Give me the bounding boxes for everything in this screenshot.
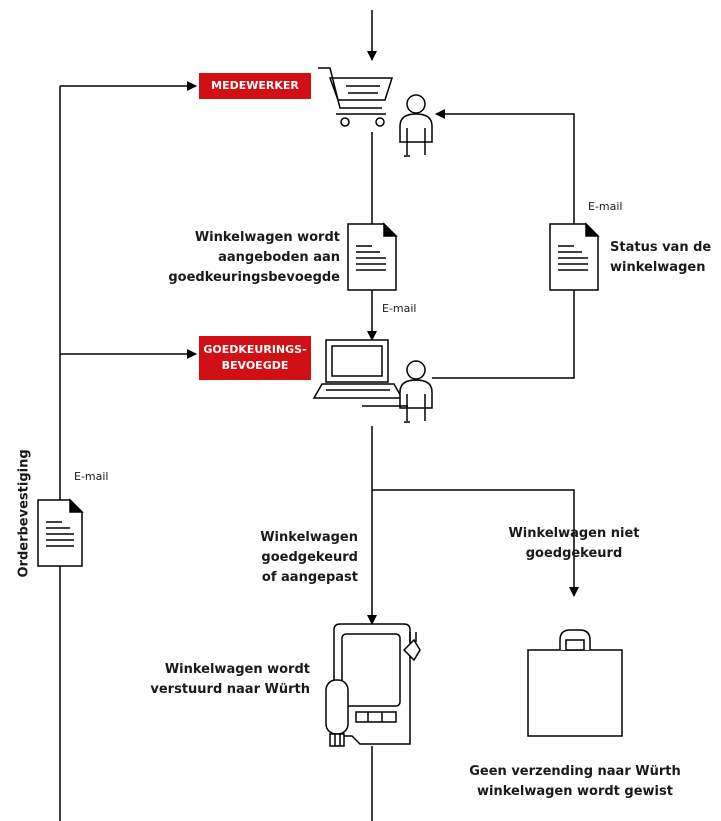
label-line: winkelwagen xyxy=(610,260,706,275)
label-line: Winkelwagen wordt xyxy=(194,230,340,245)
label-verstuurd: Winkelwagen wordt verstuurd naar Würth xyxy=(126,660,310,700)
goedkeurings-tag: GOEDKEURINGS- BEVOEGDE xyxy=(199,336,311,380)
status-return-line xyxy=(432,290,575,379)
handheld-scanner-icon xyxy=(325,623,421,747)
shopping-cart-icon xyxy=(318,67,394,127)
label-line: Status van de xyxy=(610,240,712,255)
label-line: Winkelwagen wordt xyxy=(164,662,310,677)
label-line: goedkeuringsbevoegde xyxy=(168,270,340,285)
label-line: of aangepast xyxy=(261,570,358,585)
label-line: goedgekeurd xyxy=(261,550,358,565)
goedkeurings-tag-line2: BEVOEGDE xyxy=(221,359,289,372)
label-line: goedgekeurd xyxy=(525,546,623,561)
document-icon xyxy=(549,222,600,291)
email-label: E-mail xyxy=(382,302,417,315)
shopping-bag-icon xyxy=(527,629,623,737)
label-gewist: Geen verzending naar Würth winkelwagen w… xyxy=(440,762,710,802)
medewerker-tag-label: MEDEWERKER xyxy=(211,79,299,92)
person-icon xyxy=(399,94,433,157)
person-icon xyxy=(399,360,433,423)
connector-split-right xyxy=(372,489,579,597)
laptop-icon xyxy=(312,339,404,399)
goedkeurings-tag-line1: GOEDKEURINGS- xyxy=(203,343,307,356)
label-goedgekeurd: Winkelwagen goedgekeurd of aangepast xyxy=(210,528,358,588)
document-icon xyxy=(347,222,398,291)
email-label: E-mail xyxy=(74,470,109,483)
label-status: Status van de winkelwagen xyxy=(610,238,720,278)
label-orderbevestiging: Orderbevestiging xyxy=(16,449,32,578)
email-label: E-mail xyxy=(588,200,623,213)
label-line: aangeboden aan xyxy=(218,250,340,265)
label-line: verstuurd naar Würth xyxy=(150,682,310,697)
label-line: winkelwagen wordt gewist xyxy=(477,784,673,799)
document-icon xyxy=(37,498,84,567)
label-line: Geen verzending naar Würth xyxy=(469,764,681,779)
label-line: Winkelwagen xyxy=(260,530,358,545)
medewerker-tag: MEDEWERKER xyxy=(199,73,311,99)
status-return-line-top xyxy=(435,109,575,224)
label-line: Winkelwagen niet xyxy=(508,526,640,541)
label-aangeboden: Winkelwagen wordt aangeboden aan goedkeu… xyxy=(160,228,340,288)
label-niet-goedgekeurd: Winkelwagen niet goedgekeurd xyxy=(484,524,664,564)
